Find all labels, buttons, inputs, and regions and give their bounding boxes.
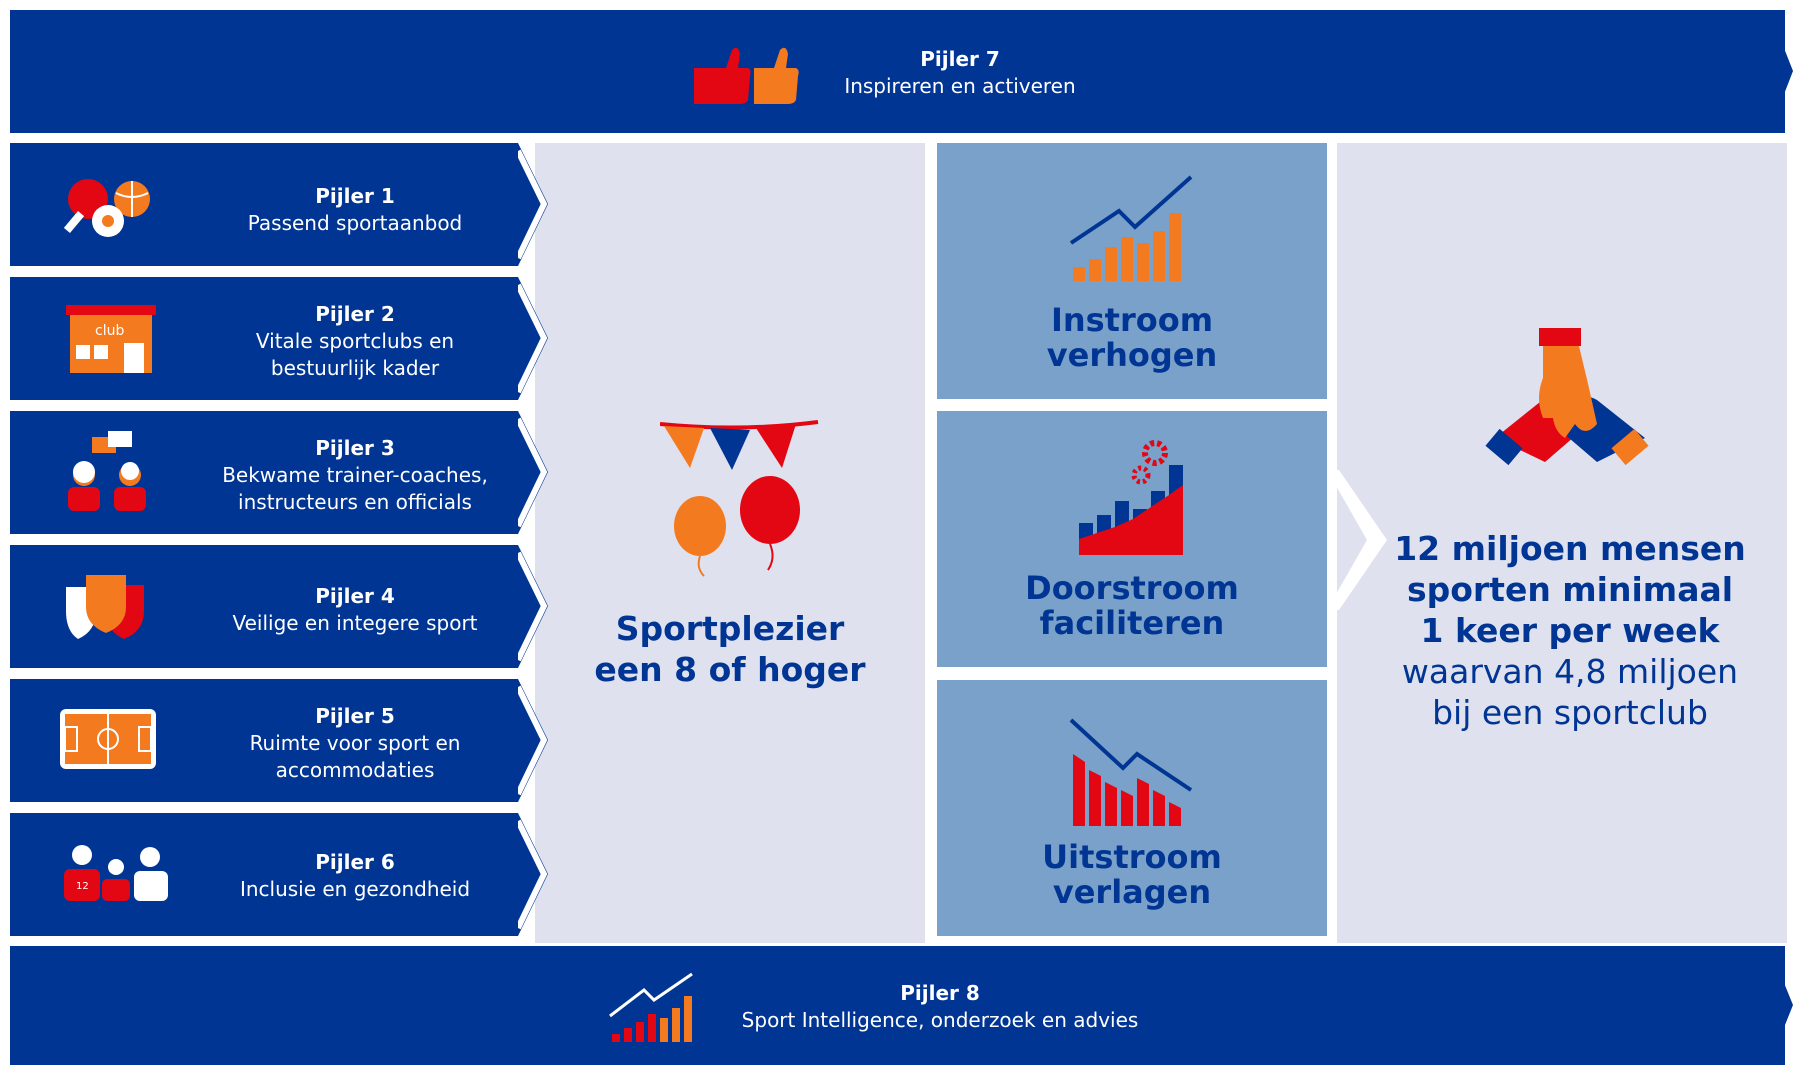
pillar-1-text: Pijler 1 Passend sportaanbod (140, 183, 570, 237)
pillar-3-arrow (518, 411, 548, 534)
pillar-1-arrow (518, 143, 548, 266)
pillar-7-title: Pijler 7 (920, 47, 1000, 71)
pillar-2: club Pijler 2 Vitale sportclubs en bestu… (10, 277, 518, 400)
pillar-6-text: Pijler 6 Inclusie en gezondheid (140, 849, 570, 903)
coaches-icon (60, 431, 160, 511)
team-people-icon: 12 (60, 843, 168, 923)
pillar-subtitle: Veilige en integere sport (232, 611, 478, 635)
pillar-8-subtitle: Sport Intelligence, onderzoek en advies (741, 1008, 1139, 1032)
flow-label: Instroom verhogen (1046, 301, 1218, 374)
pillar-subtitle: Inclusie en gezondheid (239, 877, 471, 901)
flow-arrow-2 (1327, 470, 1387, 610)
pillar-2-arrow (518, 277, 548, 400)
pillar-title: Pijler 6 (315, 850, 395, 874)
club-sign-text: club (95, 323, 124, 339)
pillar-2-text: Pijler 2 Vitale sportclubs en bestuurlij… (140, 301, 570, 382)
pillar-5-arrow (518, 679, 548, 802)
pillar-4-text: Pijler 4 Veilige en integere sport (140, 583, 570, 637)
pillar-title: Pijler 3 (315, 436, 395, 460)
shield-icon (60, 571, 160, 651)
band-edge-arrow (1769, 946, 1793, 1065)
center-panel (535, 143, 925, 943)
flow-label: Uitstroom verlagen (1042, 838, 1222, 911)
pillar-1: Pijler 1 Passend sportaanbod (10, 143, 518, 266)
pillar-8-band: Pijler 8 Sport Intelligence, onderzoek e… (10, 946, 1793, 1065)
pillar-subtitle: Passend sportaanbod (247, 211, 463, 235)
pillar-3: Pijler 3 Bekwame trainer-coaches, instru… (10, 411, 518, 534)
pillar-title: Pijler 2 (315, 302, 395, 326)
pillar-6: 12 Pijler 6 Inclusie en gezondheid (10, 813, 518, 936)
goal-panel (1337, 143, 1787, 943)
sports-field-icon (60, 709, 160, 789)
band-edge-arrow (1769, 10, 1793, 133)
pillar-subtitle: Vitale sportclubs en bestuurlijk kader (255, 329, 455, 380)
pillar-7-subtitle: Inspireren en activeren (844, 74, 1076, 98)
pillar-subtitle: Ruimte voor sport en accommodaties (249, 731, 461, 782)
flow-instroom: Instroom verhogen (937, 143, 1327, 399)
pillar-7-band: Pijler 7 Inspireren en activeren (10, 10, 1793, 133)
pillar-5: Pijler 5 Ruimte voor sport en accommodat… (10, 679, 518, 802)
pillar-8-text: Pijler 8 Sport Intelligence, onderzoek e… (710, 980, 1170, 1034)
club-building-icon: club (60, 305, 160, 385)
jersey-number: 12 (76, 881, 89, 892)
pillar-8-title: Pijler 8 (900, 981, 980, 1005)
pillar-7-text: Pijler 7 Inspireren en activeren (810, 46, 1110, 100)
pillar-6-arrow (518, 813, 548, 936)
rising-chart-icon (1067, 171, 1197, 283)
thumbs-up-icon (692, 42, 802, 108)
sports-balls-icon (60, 171, 160, 251)
chart-growth-icon (608, 972, 694, 1044)
pillar-5-text: Pijler 5 Ruimte voor sport en accommodat… (140, 703, 570, 784)
pillar-4: Pijler 4 Veilige en integere sport (10, 545, 518, 668)
goal-subline: waarvan 4,8 miljoen bij een sportclub (1401, 652, 1739, 732)
balloons-bunting-icon (660, 418, 820, 578)
gears-chart-icon (1075, 439, 1195, 557)
flow-doorstroom: Doorstroom faciliteren (937, 411, 1327, 667)
pillar-title: Pijler 5 (315, 704, 395, 728)
goal-headline: 12 miljoen mensen sporten minimaal 1 kee… (1394, 529, 1746, 650)
pillar-title: Pijler 4 (315, 584, 395, 608)
pillar-3-text: Pijler 3 Bekwame trainer-coaches, instru… (140, 435, 570, 516)
center-text: Sportplezier een 8 of hoger (594, 609, 866, 689)
pillar-subtitle: Bekwame trainer-coaches, instructeurs en… (222, 463, 488, 514)
pillar-4-arrow (518, 545, 548, 668)
flow-label: Doorstroom faciliteren (1025, 569, 1239, 642)
pillar-title: Pijler 1 (315, 184, 395, 208)
goal-text: 12 miljoen mensen sporten minimaal 1 kee… (1385, 528, 1755, 733)
declining-chart-icon (1067, 716, 1197, 828)
flow-uitstroom: Uitstroom verlagen (937, 680, 1327, 936)
joined-hands-icon (1485, 328, 1655, 488)
